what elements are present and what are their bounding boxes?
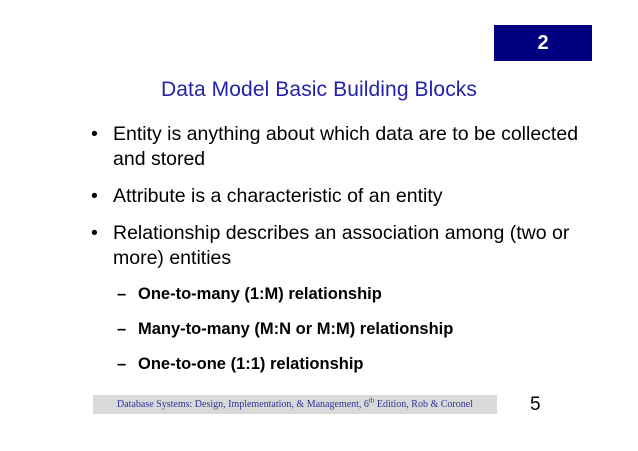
bullet-text: Entity is anything about which data are … — [113, 123, 579, 170]
bullet-marker-icon: • — [91, 123, 98, 145]
chapter-number-badge: 2 — [494, 25, 592, 61]
citation-tail: Edition, Rob & Coronel — [374, 398, 473, 410]
page-title: Data Model Basic Building Blocks — [160, 78, 477, 101]
sub-bullet-item: – One-to-many (1:M) relationship — [86, 283, 586, 305]
dash-marker-icon: – — [117, 355, 127, 373]
sub-bullet-text: Many-to-many (M:N or M:M) relationship — [138, 320, 454, 338]
slide-body: • Entity is anything about which data ar… — [86, 122, 586, 388]
footer-citation-text: Database Systems: Design, Implementation… — [117, 397, 473, 410]
page-number: 5 — [530, 394, 541, 415]
footer-citation-bar: Database Systems: Design, Implementation… — [93, 395, 497, 414]
bullet-item: • Attribute is a characteristic of an en… — [86, 184, 586, 209]
sub-bullet-text: One-to-one (1:1) relationship — [138, 355, 364, 373]
bullet-item: • Entity is anything about which data ar… — [86, 122, 586, 172]
bullet-marker-icon: • — [91, 185, 98, 207]
sub-bullet-item: – One-to-one (1:1) relationship — [86, 353, 586, 375]
bullet-marker-icon: • — [91, 222, 98, 244]
sub-bullet-item: – Many-to-many (M:N or M:M) relationship — [86, 318, 586, 340]
dash-marker-icon: – — [117, 285, 127, 303]
chapter-number-label: 2 — [537, 32, 549, 54]
citation-ordinal-suffix: th — [368, 396, 375, 405]
bullet-text: Relationship describes an association am… — [113, 222, 570, 269]
sub-bullet-list: – One-to-many (1:M) relationship – Many-… — [86, 283, 586, 375]
citation-main: Database Systems: Design, Implementation… — [117, 398, 369, 410]
dash-marker-icon: – — [117, 320, 127, 338]
sub-bullet-text: One-to-many (1:M) relationship — [138, 285, 382, 303]
bullet-item: • Relationship describes an association … — [86, 221, 586, 271]
bullet-text: Attribute is a characteristic of an enti… — [113, 185, 443, 207]
